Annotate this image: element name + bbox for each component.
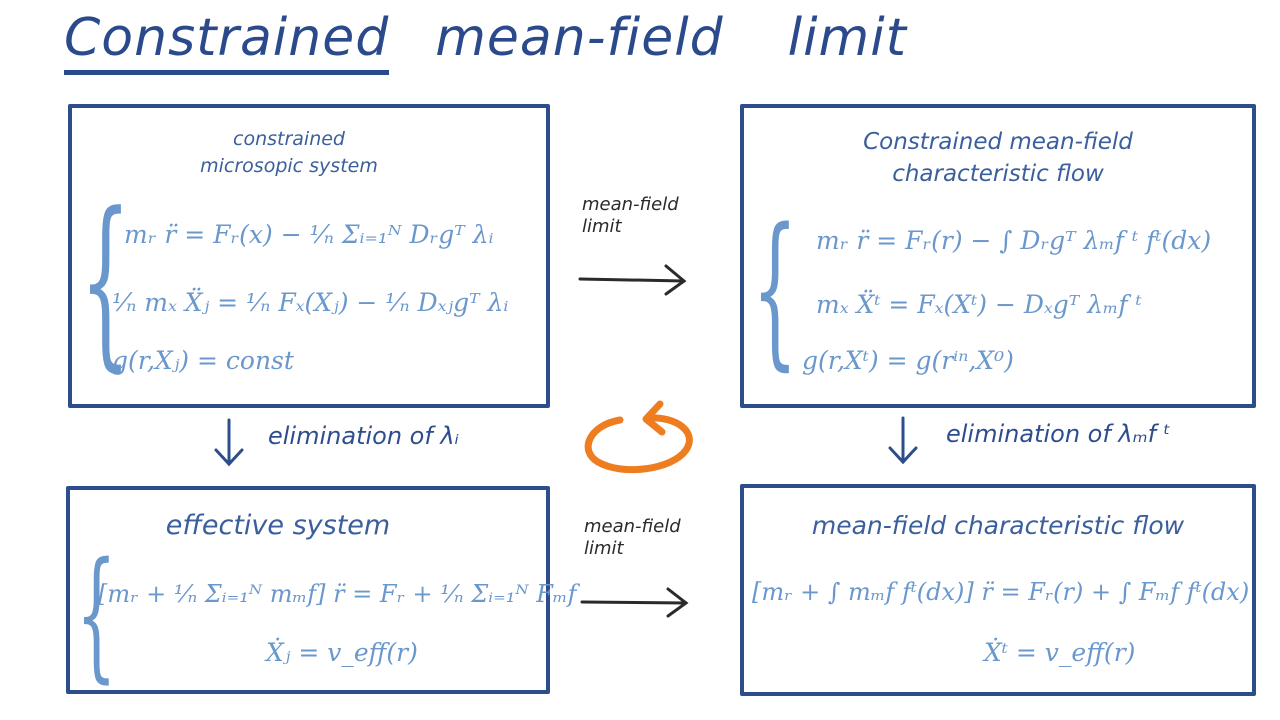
equation-1: mᵣ r̈ = Fᵣ(r) − ∫ Dᵣgᵀ λₘf ᵗ fᵗ(dx) bbox=[816, 226, 1212, 255]
page-title: Constrained mean-field limit bbox=[64, 8, 908, 75]
equation-2: Ẋᵗ = v_eff(r) bbox=[984, 638, 1136, 667]
heading-line2: microsopic system bbox=[200, 155, 378, 177]
equation-1: [mᵣ + ¹⁄ₙ Σᵢ₌₁ᴺ mₘf] r̈ = Fᵣ + ¹⁄ₙ Σᵢ₌₁ᴺ… bbox=[98, 580, 577, 608]
arrow-label-bottom-line1: mean-field bbox=[584, 516, 681, 537]
arrow-label-bottom: mean-field limit bbox=[584, 516, 681, 560]
box-heading: Constrained mean-field characteristic fl… bbox=[744, 126, 1252, 190]
equation-3: g(r,Xᵗ) = g(rⁱⁿ,X⁰) bbox=[802, 346, 1014, 375]
elimination-label-right: elimination of λₘf ᵗ bbox=[946, 420, 1171, 448]
left-brace: { bbox=[76, 535, 117, 698]
box-constrained-mean-field-flow: Constrained mean-field characteristic fl… bbox=[740, 104, 1256, 408]
box-mean-field-characteristic-flow: mean-field characteristic flow [mᵣ + ∫ m… bbox=[740, 484, 1256, 696]
box-heading: constrained microsopic system bbox=[32, 126, 546, 180]
cycle-icon bbox=[584, 400, 693, 474]
arrow-down-right bbox=[888, 416, 918, 465]
box-effective-system: effective system { [mᵣ + ¹⁄ₙ Σᵢ₌₁ᴺ mₘf] … bbox=[66, 486, 576, 698]
arrow-right-top bbox=[578, 264, 687, 296]
left-brace: { bbox=[80, 173, 131, 388]
heading-line1: Constrained mean-field bbox=[863, 129, 1133, 155]
arrow-label-bottom-line2: limit bbox=[584, 538, 624, 559]
box-heading: mean-field characteristic flow bbox=[811, 511, 1185, 540]
equation-1: mᵣ r̈ = Fᵣ(x) − ¹⁄ₙ Σᵢ₌₁ᴺ Dᵣgᵀ λᵢ bbox=[124, 220, 494, 249]
title-word-mean-field: mean-field bbox=[435, 8, 724, 68]
equation-1: [mᵣ + ∫ mₘf fᵗ(dx)] r̈ = Fᵣ(r) + ∫ Fₘf f… bbox=[752, 578, 1250, 606]
arrow-label-top: mean-field limit bbox=[582, 194, 679, 238]
equation-2: mₓ Ẍᵗ = Fₓ(Xᵗ) − Dₓgᵀ λₘf ᵗ bbox=[816, 290, 1142, 319]
heading-line2: characteristic flow bbox=[892, 161, 1104, 187]
arrow-label-top-line1: mean-field bbox=[582, 194, 679, 215]
arrow-label-top-line2: limit bbox=[582, 216, 622, 237]
box-heading: effective system bbox=[165, 510, 391, 541]
title-word-limit: limit bbox=[787, 8, 908, 68]
equation-2: ¹⁄ₙ mₓ Ẍⱼ = ¹⁄ₙ Fₓ(Xⱼ) − ¹⁄ₙ Dₓⱼgᵀ λᵢ bbox=[112, 288, 509, 317]
elimination-label-left: elimination of λᵢ bbox=[268, 422, 459, 450]
title-word-constrained: Constrained bbox=[64, 8, 390, 75]
left-brace: { bbox=[752, 192, 798, 386]
heading-line1: constrained bbox=[233, 128, 345, 150]
equation-3: g(r,Xⱼ) = const bbox=[112, 346, 294, 375]
equation-2: Ẋⱼ = v_eff(r) bbox=[266, 638, 418, 667]
box-constrained-microscopic-system: constrained microsopic system { mᵣ r̈ = … bbox=[68, 104, 550, 408]
arrow-down-left bbox=[214, 418, 244, 467]
arrow-right-bottom bbox=[580, 587, 689, 618]
